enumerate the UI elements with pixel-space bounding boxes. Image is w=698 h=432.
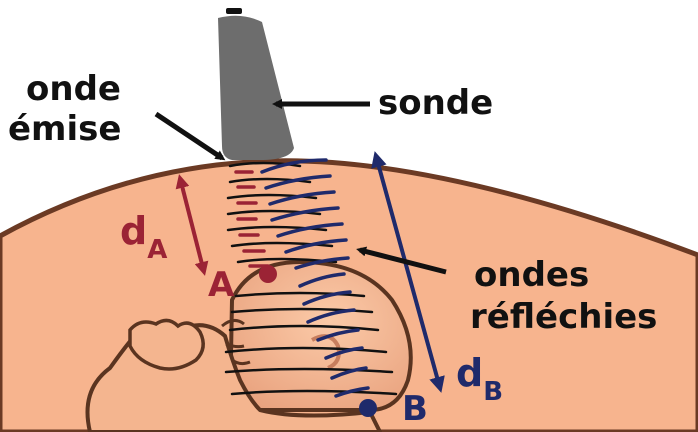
wave-lines bbox=[224, 161, 398, 396]
point-a-label: A bbox=[208, 265, 235, 305]
reflected-label-line1: ondes bbox=[474, 255, 589, 295]
distance-a-arrow bbox=[175, 174, 209, 276]
emitted-pointer-arrow bbox=[154, 111, 226, 161]
baby-hand bbox=[128, 318, 205, 371]
probe-label: sonde bbox=[378, 83, 493, 123]
point-a-dot bbox=[259, 265, 277, 283]
reflected-waves bbox=[260, 158, 370, 398]
emitted-waves bbox=[234, 170, 270, 268]
emitted-label-line1: onde bbox=[26, 69, 121, 109]
distance-a-label: dA bbox=[120, 209, 167, 265]
distance-b-arrow bbox=[371, 151, 445, 393]
point-b-dot bbox=[359, 399, 377, 417]
baby-ear bbox=[311, 334, 341, 370]
distance-b-label: dB bbox=[456, 351, 503, 407]
reflected-pointer-arrow bbox=[356, 246, 447, 275]
reflected-label-line2: réfléchies bbox=[470, 297, 657, 337]
probe-icon bbox=[218, 8, 294, 160]
point-b-label: B bbox=[402, 389, 428, 429]
emitted-label-line2: émise bbox=[8, 109, 121, 149]
baby-face bbox=[221, 319, 251, 366]
